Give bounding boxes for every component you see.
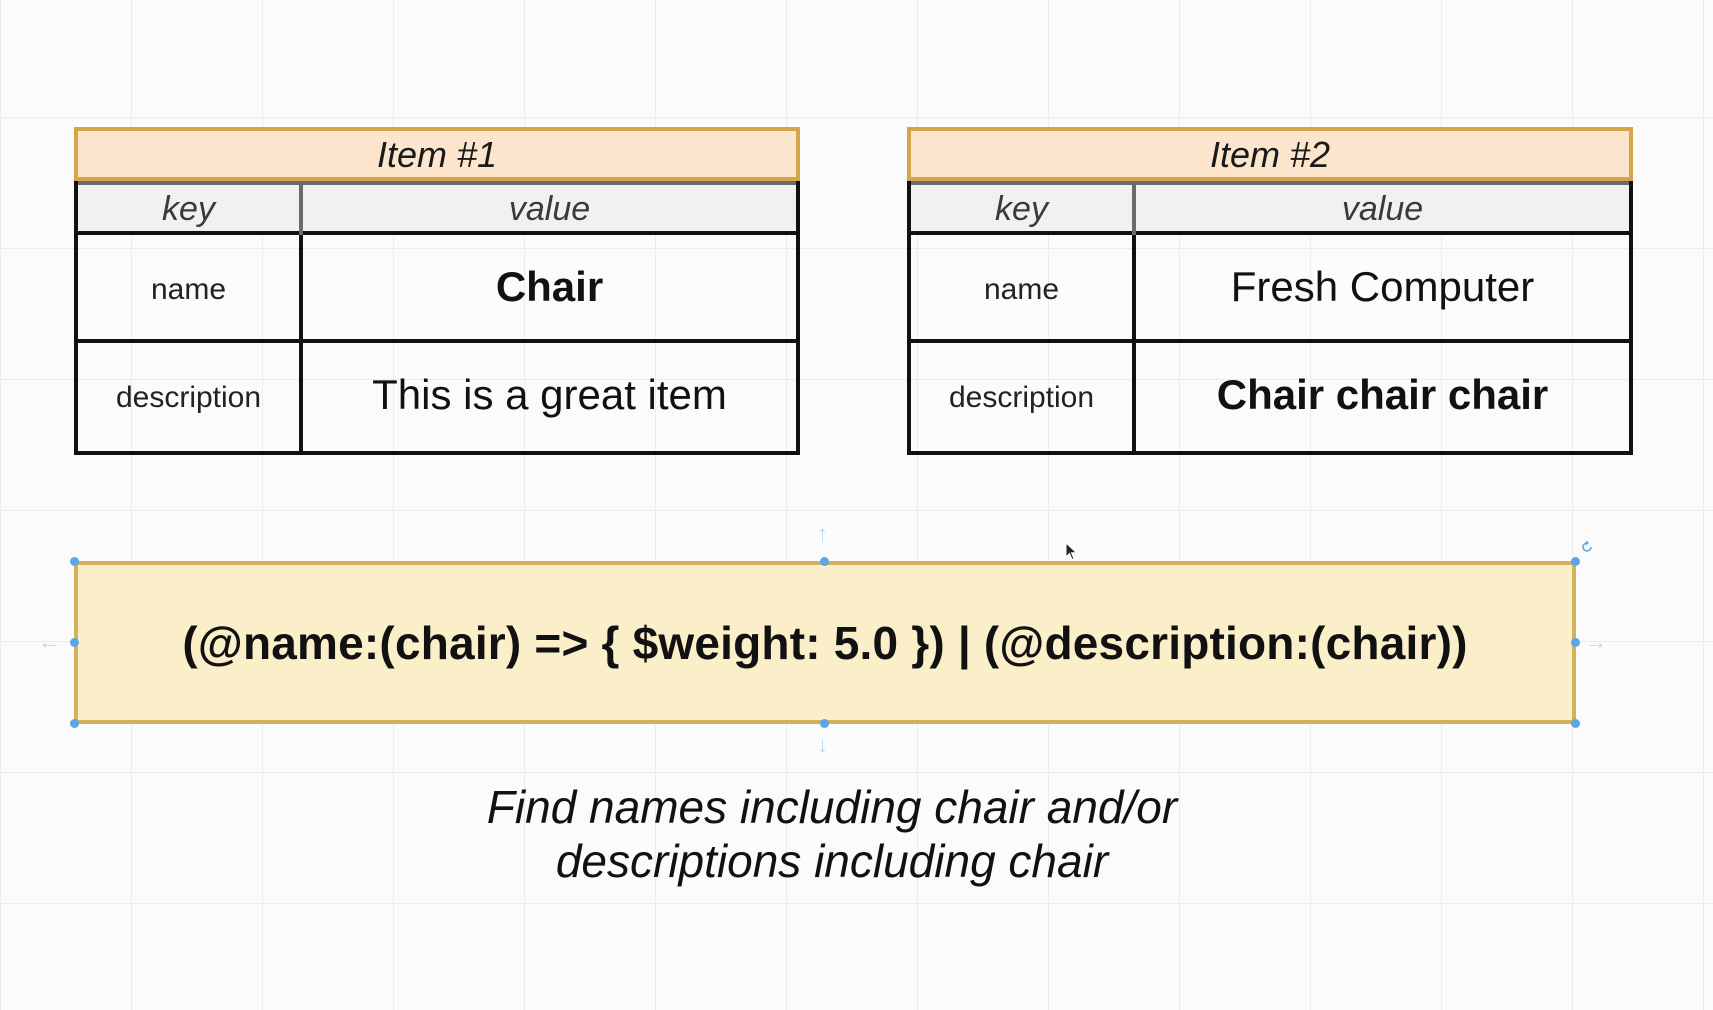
column-divider [1132, 181, 1136, 451]
mouse-pointer-icon [1065, 542, 1078, 561]
item-2-table[interactable]: Item #2 key value name Fresh Computer de… [907, 127, 1633, 455]
table-row: description Chair chair chair [911, 343, 1629, 451]
item-2-title: Item #2 [907, 127, 1633, 181]
resize-handle-top[interactable] [820, 557, 829, 566]
item-1-description-value: This is a great item [372, 371, 727, 418]
caption-line-1: Find names including chair and/or [486, 781, 1178, 833]
table-row: description This is a great item [78, 343, 796, 451]
item-2-description-key: description [948, 381, 1095, 414]
item-1-header-value: value [508, 190, 591, 228]
resize-handle-bottom[interactable] [820, 719, 829, 728]
connect-arrow-left-icon[interactable]: ← [38, 629, 60, 654]
resize-handle-bottom-right[interactable] [1571, 719, 1580, 728]
item-1-header-row: key value [78, 181, 796, 235]
item-2-header-key: key [995, 190, 1048, 228]
item-2-header-value: value [1341, 190, 1424, 228]
table-row: name Chair [78, 235, 796, 343]
column-divider [299, 181, 303, 451]
query-text: (@name:(chair) => { $weight: 5.0 }) | (@… [182, 616, 1468, 669]
item-1-header-key: key [162, 190, 215, 228]
item-2-name-value: Fresh Computer [1230, 263, 1535, 310]
item-1-grid: key value name Chair description This is… [74, 181, 800, 455]
item-1-description-key: description [115, 381, 262, 414]
caption: Find names including chair and/or descri… [300, 780, 1364, 888]
caption-line-2: descriptions including chair [555, 835, 1109, 887]
item-1-name-key: name [150, 273, 227, 306]
resize-handle-top-left[interactable] [70, 557, 79, 566]
item-2-header-row: key value [911, 181, 1629, 235]
table-row: name Fresh Computer [911, 235, 1629, 343]
item-2-grid: key value name Fresh Computer descriptio… [907, 181, 1633, 455]
resize-handle-top-right[interactable] [1571, 557, 1580, 566]
rotate-handle-icon[interactable] [1580, 540, 1594, 554]
resize-handle-bottom-left[interactable] [70, 719, 79, 728]
resize-handle-right[interactable] [1571, 638, 1580, 647]
item-1-name-value: Chair [495, 263, 604, 310]
connect-arrow-right-icon[interactable]: → [1585, 629, 1607, 654]
resize-handle-left[interactable] [70, 638, 79, 647]
query-box[interactable]: (@name:(chair) => { $weight: 5.0 }) | (@… [74, 561, 1576, 724]
item-2-description-value: Chair chair chair [1216, 371, 1549, 418]
connect-arrow-up-icon[interactable]: ↑ [817, 521, 828, 546]
connect-arrow-down-icon[interactable]: ↓ [817, 732, 828, 757]
item-1-title: Item #1 [74, 127, 800, 181]
item-1-table[interactable]: Item #1 key value name Chair description… [74, 127, 800, 455]
item-2-name-key: name [983, 273, 1060, 306]
